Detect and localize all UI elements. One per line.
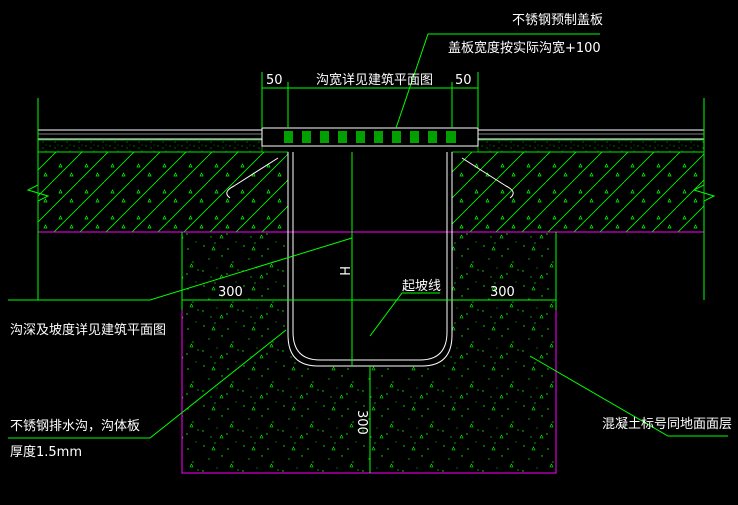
label-trench-material: 不锈钢排水沟，沟体板 <box>10 419 140 434</box>
dim-left-300: 300 <box>218 285 243 300</box>
dim-right-300: 300 <box>490 285 515 300</box>
label-trench-width-ref: 沟宽详见建筑平面图 <box>316 72 433 88</box>
concrete-bed <box>181 232 557 474</box>
label-concrete-grade: 混凝土标号同地面面层 <box>602 416 732 432</box>
label-cover-title: 不锈钢预制盖板 <box>512 13 603 28</box>
dimension-lines <box>181 72 557 473</box>
label-slope-line: 起坡线 <box>402 279 441 294</box>
base-slab <box>37 151 705 233</box>
trench-body <box>287 152 453 367</box>
dim-bottom-300: 300 <box>354 410 369 435</box>
dim-depth-h: H <box>336 266 351 276</box>
dim-left-50: 50 <box>266 73 283 88</box>
break-lines <box>26 98 716 300</box>
cover-plate <box>261 127 479 147</box>
label-cover-width: 盖板宽度按实际沟宽+100 <box>448 40 601 56</box>
leader-lines <box>8 33 728 439</box>
dim-right-50: 50 <box>455 73 472 88</box>
label-thickness: 厚度1.5mm <box>10 444 82 460</box>
finish-layer <box>37 129 705 153</box>
annotations: 不锈钢预制盖板 盖板宽度按实际沟宽+100 沟宽详见建筑平面图 50 50 30… <box>10 13 732 460</box>
anchor-bars <box>226 157 514 199</box>
label-depth-slope-ref: 沟深及坡度详见建筑平面图 <box>10 322 166 338</box>
